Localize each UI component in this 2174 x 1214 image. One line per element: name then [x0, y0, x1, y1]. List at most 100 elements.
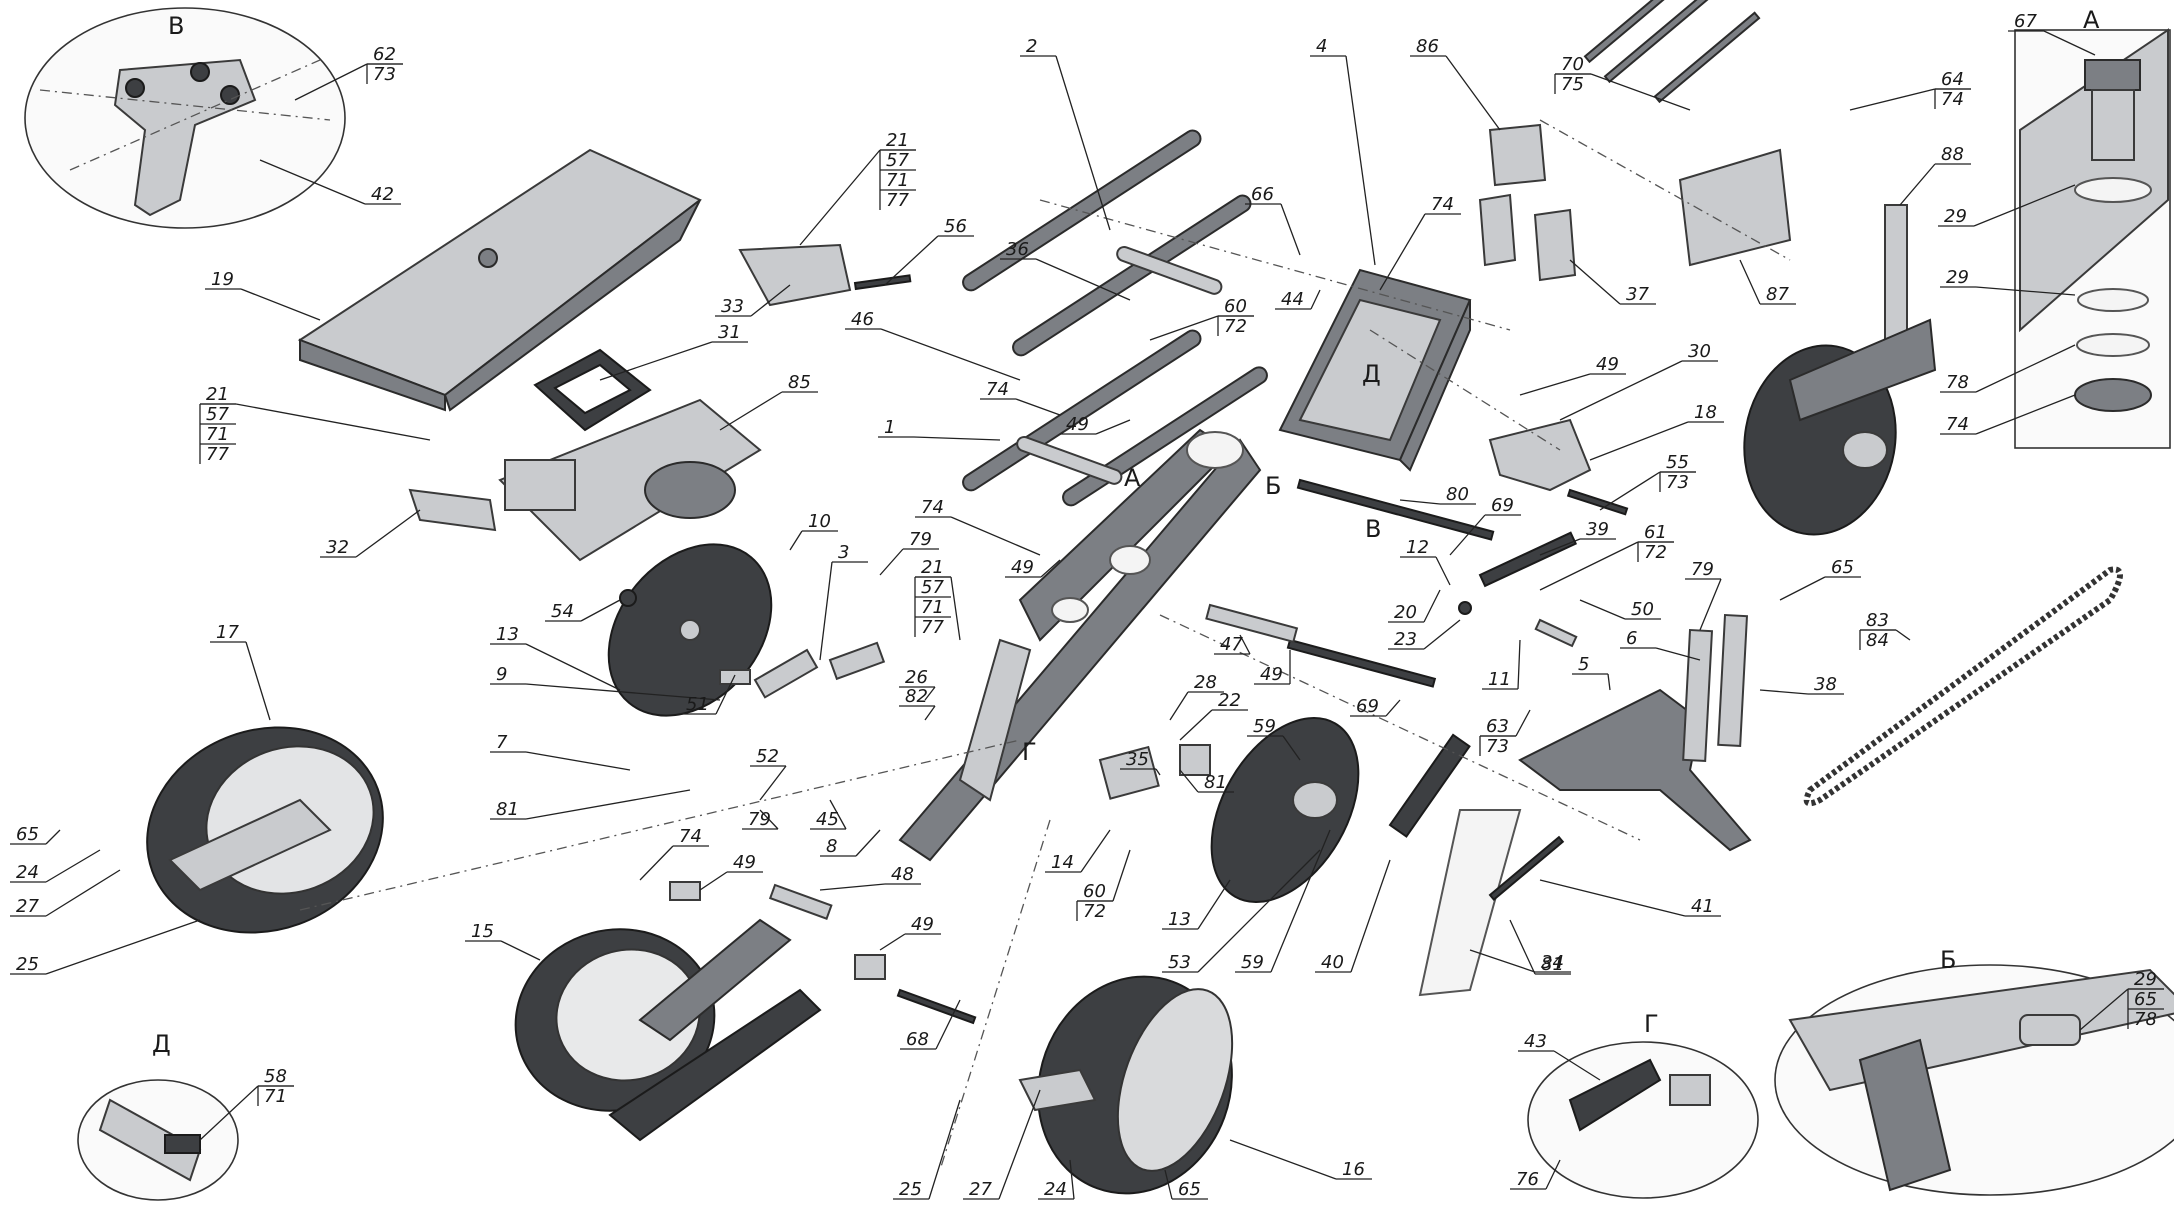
- callout-leader: [490, 683, 721, 701]
- assembly-axes: [299, 119, 1791, 1171]
- shaft-80: [1296, 478, 1495, 541]
- detail-view-g: [1527, 1041, 1759, 1199]
- callout-number: 87: [1766, 284, 1789, 305]
- callout-leader: [259, 159, 401, 205]
- callout-leader: [1469, 949, 1571, 973]
- callout-leader: [490, 751, 631, 771]
- callout-number: 31: [718, 322, 741, 343]
- callout-number: 81: [496, 799, 519, 820]
- frame-bracket-4: [1278, 268, 1472, 472]
- wheel-16: [1018, 975, 1234, 1195]
- callout-number: 6: [1626, 628, 1637, 649]
- callout-leader: [1169, 691, 1224, 721]
- callout-frame: [914, 576, 951, 597]
- callout-number: 58: [264, 1066, 287, 1087]
- callout-number: 9: [496, 664, 507, 685]
- press-wheel-15: [514, 918, 822, 1142]
- callout-number: 66: [1251, 184, 1274, 205]
- callout-number: 71: [886, 170, 909, 191]
- view-letter-a-box: А: [2083, 6, 2100, 34]
- callout-leader: [1179, 769, 1234, 793]
- callout-leader: [1245, 203, 1301, 256]
- callout-number: 57: [886, 150, 909, 171]
- callout-number: 72: [1083, 901, 1106, 922]
- axle-47: [1205, 603, 1299, 644]
- callout-number: 19: [211, 269, 234, 290]
- callout-number: 29: [2134, 969, 2157, 990]
- callout-number: 59: [1241, 952, 1264, 973]
- callout-leader: [789, 530, 838, 551]
- callout-frame: [1217, 315, 1254, 336]
- callout-number: 78: [1946, 372, 1969, 393]
- callout-number: 49: [733, 852, 756, 873]
- callout-number: 71: [206, 424, 229, 445]
- bracket-87: [1678, 148, 1792, 267]
- callout-number: 44: [1281, 289, 1304, 310]
- callout-frame: [199, 443, 236, 464]
- callout-number: 73: [1666, 472, 1689, 493]
- callout-number: 71: [921, 597, 944, 618]
- callout-number: 49: [1596, 354, 1619, 375]
- callout-frame: [2127, 1008, 2164, 1029]
- callout-frame: [879, 149, 916, 170]
- callout-number: 21: [206, 384, 229, 405]
- callout-number: 5: [1578, 654, 1589, 675]
- callout-number: 67: [2014, 11, 2037, 32]
- callout-number: 71: [264, 1086, 287, 1107]
- callout-frame: [2127, 988, 2164, 1009]
- callout-number: 51: [686, 694, 709, 715]
- callout-leader: [490, 643, 621, 691]
- callout-number: 11: [1488, 669, 1511, 690]
- callout-leader: [1569, 259, 1656, 305]
- callout-frame: [199, 423, 236, 444]
- callout-number: 53: [1168, 952, 1191, 973]
- callout-leader: [1275, 289, 1321, 310]
- callout-number: 49: [1260, 664, 1283, 685]
- callout-leader: [2008, 30, 2096, 56]
- callout-number: 29: [1946, 267, 1969, 288]
- drive-chain: [1803, 566, 2123, 807]
- callout-leader: [1000, 258, 1131, 301]
- callout-leader: [1518, 1050, 1601, 1081]
- callout-leader: [1229, 1139, 1372, 1180]
- view-letter-b-detail: Б: [1940, 946, 1956, 974]
- callout-leader: [490, 789, 691, 820]
- callout-number: 75: [1561, 74, 1584, 95]
- callout-number: 81: [1204, 772, 1227, 793]
- callout-number: 33: [721, 296, 744, 317]
- bolts-70: [1583, 0, 1761, 104]
- callout-number: 79: [1691, 559, 1714, 580]
- callout-leader: [750, 765, 787, 801]
- view-letter-g: Г: [1022, 738, 1037, 766]
- callout-number: 16: [1342, 1159, 1365, 1180]
- callout-leader: [1214, 634, 1251, 655]
- callout-number: 78: [2134, 1009, 2157, 1030]
- small-hardware: [619, 589, 1578, 1025]
- callout-number: 74: [1946, 414, 1969, 435]
- callout-frame: [1659, 471, 1696, 492]
- gasket-part: [533, 348, 652, 432]
- callout-number: 23: [1394, 629, 1417, 650]
- callout-number: 7: [496, 732, 508, 753]
- plate-6: [1682, 628, 1714, 763]
- callout-leader: [1315, 859, 1391, 973]
- callout-number: 64: [1941, 69, 1964, 90]
- callout-leader: [545, 599, 621, 622]
- callout-leader: [1579, 599, 1661, 620]
- detail-view-d: [77, 1079, 239, 1201]
- callout-frame: [879, 189, 916, 210]
- callout-frame: [1859, 629, 1896, 650]
- callout-frame: [199, 403, 236, 424]
- bracket-32: [408, 488, 497, 532]
- callout-number: 86: [1416, 36, 1439, 57]
- callout-leader: [1399, 499, 1476, 505]
- callout-frame: [879, 169, 916, 190]
- callout-number: 49: [1066, 414, 1089, 435]
- callout-number: 26: [905, 667, 928, 688]
- callout-number: 25: [899, 1179, 922, 1200]
- callout-number: 74: [1941, 89, 1964, 110]
- callout-number: 13: [1168, 909, 1191, 930]
- callout-number: 34: [1541, 952, 1564, 973]
- callout-number: 49: [911, 914, 934, 935]
- callout-number: 54: [551, 601, 574, 622]
